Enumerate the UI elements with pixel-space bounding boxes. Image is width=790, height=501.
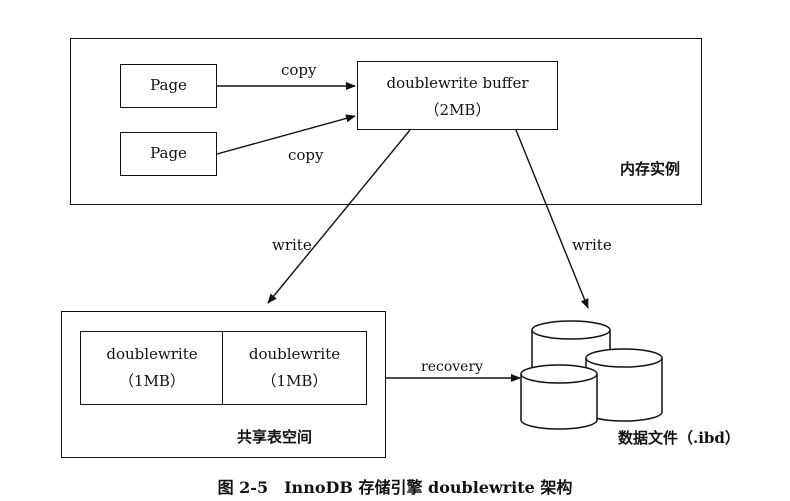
- doublewrite-box-2-size: （1MB）: [261, 372, 328, 390]
- doublewrite-buffer-label: doublewrite buffer: [386, 74, 529, 92]
- copy-arrow-bottom: [216, 114, 356, 155]
- copy-label-bottom: copy: [288, 146, 324, 164]
- memory-instance-label: 内存实例: [620, 160, 681, 178]
- doublewrite-box-1: doublewrite （1MB）: [80, 331, 224, 405]
- page-box-2-label: Page: [150, 144, 187, 162]
- doublewrite-box-1-label: doublewrite: [106, 345, 198, 363]
- write-label-left: write: [272, 236, 312, 254]
- page-box-1-label: Page: [150, 76, 187, 94]
- memory-instance-region: [70, 38, 702, 205]
- datafile-label: 数据文件（.ibd）: [618, 429, 740, 447]
- datafile-cylinder-front: [520, 364, 598, 430]
- doublewrite-buffer-box: doublewrite buffer （2MB）: [357, 61, 558, 130]
- copy-label-top: copy: [281, 61, 317, 79]
- shared-tablespace-region: [61, 311, 386, 458]
- doublewrite-box-1-size: （1MB）: [119, 372, 185, 390]
- shared-tablespace-label: 共享表空间: [237, 428, 313, 446]
- recovery-label: recovery: [421, 359, 484, 375]
- figure-caption: 图 2-5 InnoDB 存储引擎 doublewrite 架构: [217, 478, 573, 497]
- page-box-1: Page: [120, 64, 217, 108]
- doublewrite-box-2-label: doublewrite: [248, 345, 341, 363]
- write-arrow-right: [515, 129, 589, 309]
- datafile-cylinder-right: [585, 348, 663, 422]
- write-arrow-left: [267, 129, 411, 304]
- page-box-2: Page: [120, 132, 217, 176]
- doublewrite-box-2: doublewrite （1MB）: [222, 331, 367, 405]
- doublewrite-buffer-size: （2MB）: [424, 101, 491, 119]
- write-label-right: write: [572, 236, 612, 254]
